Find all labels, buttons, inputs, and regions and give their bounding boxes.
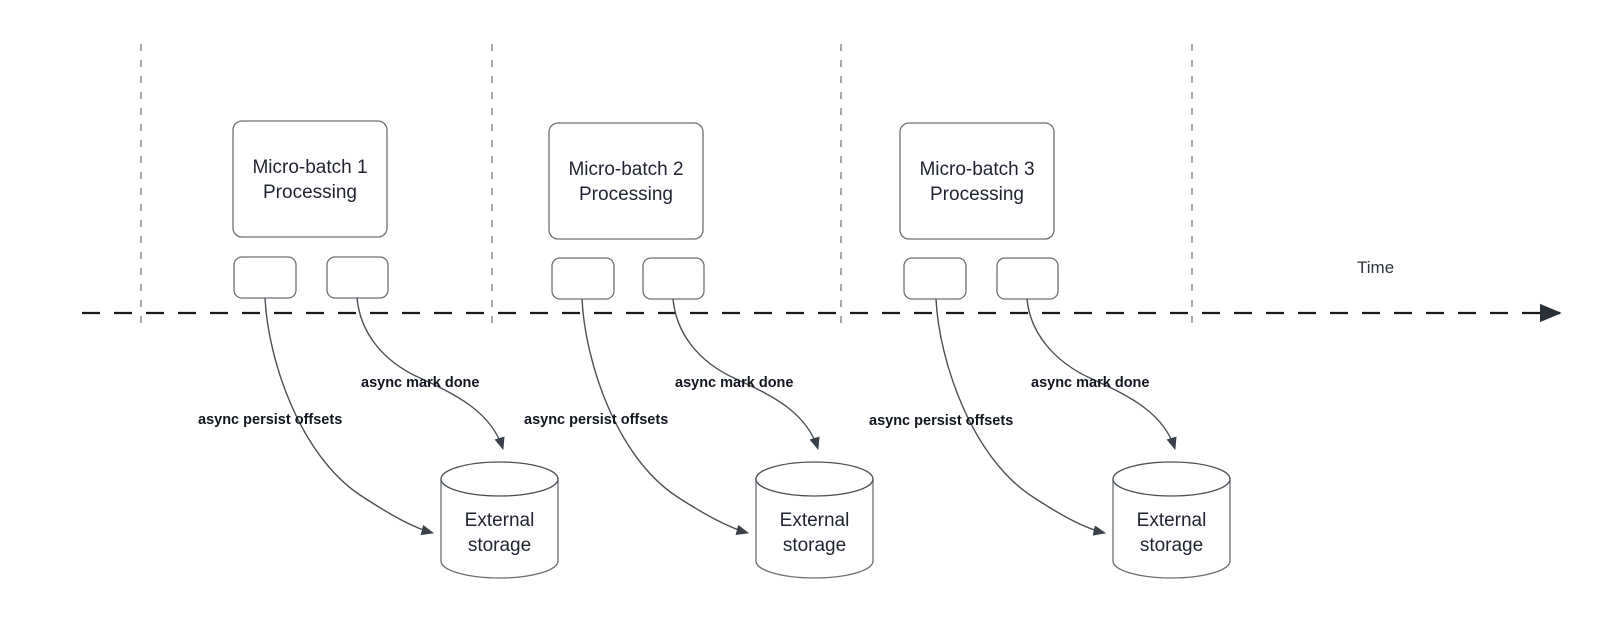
mark-done-task-box[interactable] xyxy=(326,256,389,299)
micro-batch-label-line1: Micro-batch 1 xyxy=(252,157,367,178)
mark-done-arrow xyxy=(356,297,505,451)
external-storage-label-line2: storage xyxy=(468,535,531,556)
persist-offsets-task-box[interactable] xyxy=(233,256,297,299)
external-storage-label-line1: External xyxy=(1137,510,1207,531)
persist-offsets-arrow xyxy=(264,297,435,536)
external-storage-cylinder-top xyxy=(755,461,874,497)
mark-done-task-box[interactable] xyxy=(642,257,705,300)
external-storage-label-line1: External xyxy=(780,510,850,531)
micro-batch-box[interactable] xyxy=(232,120,388,238)
persist-offsets-task-box[interactable] xyxy=(903,257,967,300)
external-storage-cylinder-body[interactable] xyxy=(1112,478,1231,579)
external-storage-cylinder-body[interactable] xyxy=(440,478,559,579)
persist-offsets-edge-label: async persist offsets xyxy=(869,413,1013,429)
mark-done-edge-label: async mark done xyxy=(1031,375,1149,391)
persist-offsets-edge-label: async persist offsets xyxy=(198,412,342,428)
micro-batch-label-line2: Processing xyxy=(263,182,357,203)
external-storage-label-line2: storage xyxy=(783,535,846,556)
external-storage-label-line2: storage xyxy=(1140,535,1203,556)
mark-done-arrow xyxy=(672,298,820,451)
mark-done-arrow xyxy=(1026,298,1177,451)
mark-done-edge-label: async mark done xyxy=(675,375,793,391)
micro-batch-label-line1: Micro-batch 3 xyxy=(919,159,1034,180)
micro-batch-label-line1: Micro-batch 2 xyxy=(568,159,683,180)
micro-batch-label-line2: Processing xyxy=(930,184,1024,205)
external-storage-cylinder-top xyxy=(1112,461,1231,497)
micro-batch-box[interactable] xyxy=(899,122,1055,240)
mark-done-edge-label: async mark done xyxy=(361,375,479,391)
persist-offsets-arrow xyxy=(581,298,750,535)
persist-offsets-arrow xyxy=(935,298,1107,536)
time-axis-label: Time xyxy=(1357,258,1394,277)
micro-batch-label-line2: Processing xyxy=(579,184,673,205)
external-storage-label-line1: External xyxy=(465,510,535,531)
persist-offsets-task-box[interactable] xyxy=(551,257,615,300)
external-storage-cylinder-top xyxy=(440,461,559,497)
persist-offsets-edge-label: async persist offsets xyxy=(524,412,668,428)
micro-batch-box[interactable] xyxy=(548,122,704,240)
external-storage-cylinder-body[interactable] xyxy=(755,478,874,579)
mark-done-task-box[interactable] xyxy=(996,257,1059,300)
